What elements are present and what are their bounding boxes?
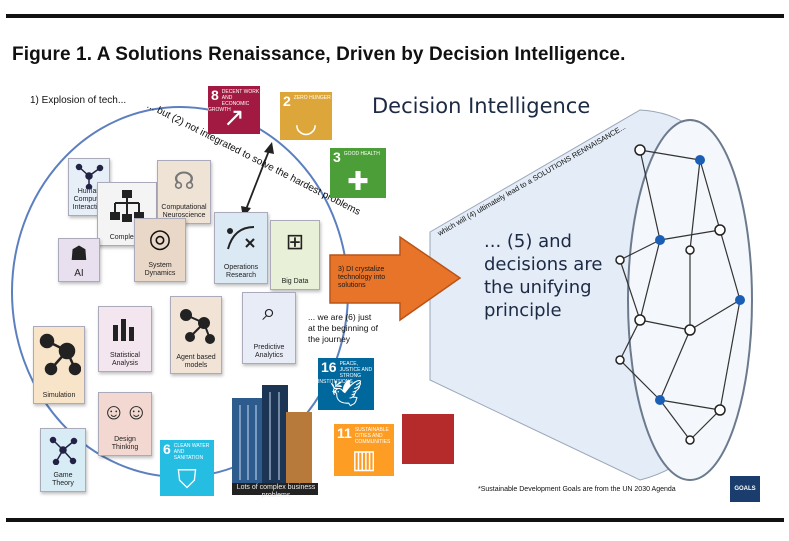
step3-text: 3) DI crystalize technology into solutio… xyxy=(338,266,386,289)
sdg-tile-unlabeled xyxy=(402,414,454,464)
graph-icon xyxy=(39,333,82,376)
decision-intelligence-header: Decision Intelligence xyxy=(372,94,591,118)
tile-computational-neuroscience: ☊ Computational Neuroscience xyxy=(157,160,211,224)
sdg-tile-11: 11 Sustainable cities and communities ▥ xyxy=(334,424,394,476)
tile-ai: ☗ AI xyxy=(58,238,100,282)
nodes-icon xyxy=(180,309,215,344)
head-icon: ☗ xyxy=(70,243,88,265)
step1-text: 1) Explosion of tech... xyxy=(30,95,127,106)
tile-design-thinking: ☺☺ Design Thinking xyxy=(98,392,152,456)
sdg-tile-2: 2 Zero hunger ◡ xyxy=(280,92,332,140)
bars-icon xyxy=(113,319,134,341)
tile-operations-research: Operations Research xyxy=(214,212,268,284)
step6-text: ... we are (6) just at the beginning of … xyxy=(308,312,378,344)
spiral-icon: ◎ xyxy=(148,223,172,253)
network-icon xyxy=(49,436,78,466)
brain-icon: ☊ xyxy=(173,168,195,195)
step5-text: ... (5) and decisions are the unifying p… xyxy=(484,231,603,321)
sdg-tile-6: 6 Clean water and sanitation ⛉ xyxy=(160,440,214,496)
buildings-label: Lots of complex business problems xyxy=(236,484,316,499)
buildings-icon xyxy=(232,385,318,495)
chart-icon xyxy=(227,226,255,250)
footnote: *Sustainable Development Goals are from … xyxy=(478,486,676,493)
sdg-tile-16: 16 Peace, justice and strong institution… xyxy=(318,358,374,410)
dove-icon: 🕊 xyxy=(329,378,363,408)
sdg-logo: GOALS xyxy=(730,476,760,502)
database-icon: ⊞ xyxy=(285,229,305,254)
tile-agent-based-models: Agent based models xyxy=(170,296,222,374)
people-icon: ☺☺ xyxy=(102,399,148,424)
magnifier-icon: ⌕ xyxy=(262,299,276,326)
figure-title: Figure 1. A Solutions Renaissance, Drive… xyxy=(12,44,626,65)
decision-network xyxy=(619,149,741,441)
network-nodes xyxy=(615,144,745,445)
bottom-rule xyxy=(6,518,784,522)
tile-system-dynamics: ◎ System Dynamics xyxy=(134,218,186,282)
tree-icon xyxy=(110,190,144,222)
sdg-tile-3: 3 Good health ✚ xyxy=(330,148,386,198)
trend-icon: ↗ xyxy=(223,102,245,132)
tile-game-theory: Game Theory xyxy=(40,428,86,492)
tile-big-data: ⊞ Big Data xyxy=(270,220,320,290)
tile-statistical-analysis: Statistical Analysis xyxy=(98,306,152,372)
sdg-tile-8: 8 Decent work and economic growth ↗ xyxy=(208,86,260,134)
health-icon: ✚ xyxy=(347,166,369,196)
crystalize-arrow xyxy=(329,235,462,322)
water-icon: ⛉ xyxy=(177,464,197,494)
top-rule xyxy=(6,14,784,18)
double-arrow xyxy=(244,147,271,213)
city-icon: ▥ xyxy=(351,444,377,474)
tile-predictive-analytics: ⌕ Predictive Analytics xyxy=(242,292,296,364)
tile-simulation: Simulation xyxy=(33,326,85,404)
bowl-icon: ◡ xyxy=(294,108,318,138)
